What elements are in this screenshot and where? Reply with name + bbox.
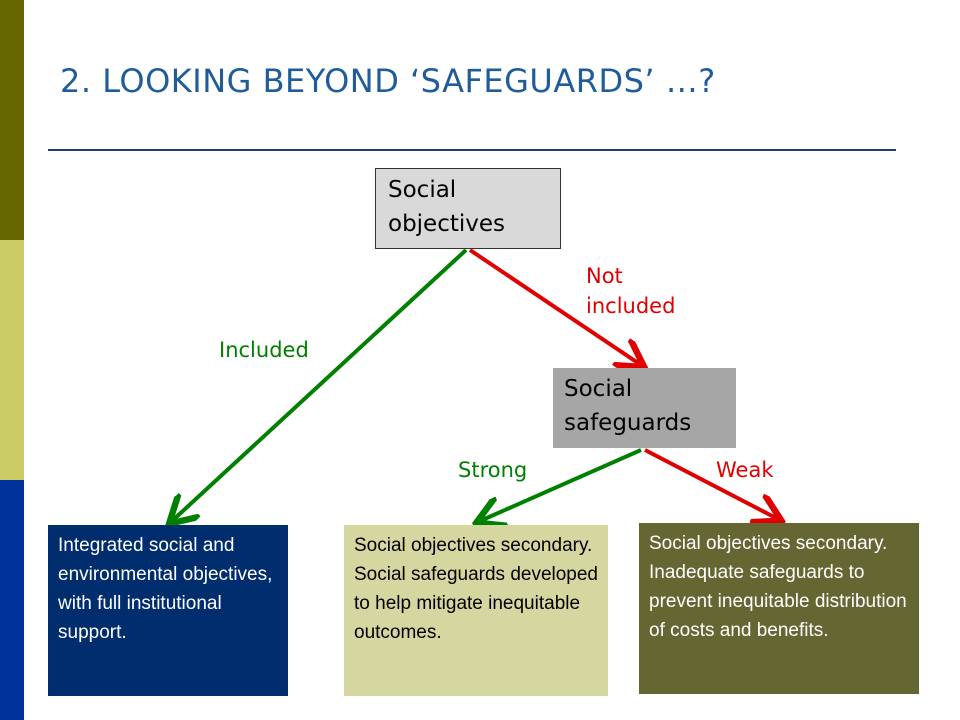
node-objectives-line-2: objectives xyxy=(388,211,506,237)
edge-label-strong: Strong xyxy=(458,458,528,482)
node-social-objectives: Social objectives xyxy=(375,168,561,249)
node-safeguards-line-1: Social xyxy=(564,376,633,402)
node-safeguards-line-2: safeguards xyxy=(564,410,692,436)
outcome-weak-safeguards: Social objectives secondary. Inadequate … xyxy=(639,523,919,694)
accent-bar-khaki xyxy=(0,240,24,480)
accent-bar-blue xyxy=(0,480,24,720)
outcome-strong-safeguards: Social objectives secondary. Social safe… xyxy=(344,525,608,696)
node-social-safeguards: Social safeguards xyxy=(553,368,736,448)
edge-label-not-included-line-1: Not xyxy=(586,264,623,288)
edge-label-not-included-line-2: included xyxy=(586,294,676,318)
slide-title: 2. LOOKING BEYOND ‘SAFEGUARDS’ …? xyxy=(60,62,716,100)
outcome-integrated: Integrated social and environmental obje… xyxy=(48,525,288,696)
arrow-weak xyxy=(644,448,778,519)
accent-bar-olive xyxy=(0,0,24,240)
node-objectives-line-1: Social xyxy=(388,177,457,203)
arrow-strong xyxy=(480,448,642,521)
title-divider xyxy=(48,149,896,151)
arrow-not-included xyxy=(468,248,641,365)
arrow-included xyxy=(172,248,468,521)
edge-label-not-included: Not included xyxy=(586,261,675,321)
edge-label-weak: Weak xyxy=(716,458,774,482)
edge-label-included: Included xyxy=(219,338,309,362)
